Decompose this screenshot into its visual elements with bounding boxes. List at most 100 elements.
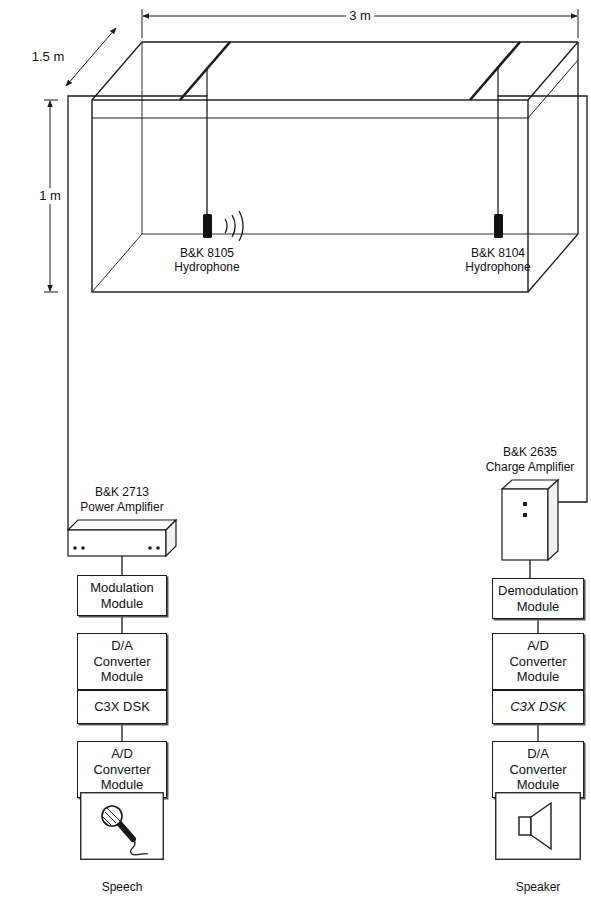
power-amplifier: B&K 2713 Power Amplifier <box>68 520 176 556</box>
module-box: A/D Converter Module <box>492 633 584 690</box>
module-label: Demodulation Module <box>498 583 578 614</box>
module-box: C3X DSK <box>77 690 167 724</box>
text-holder: B&K 2635 Charge Amplifier <box>480 445 580 474</box>
hydrophone-shape <box>203 214 212 238</box>
connector-group <box>68 96 587 795</box>
microphone-box-shape <box>80 792 164 860</box>
dimension-label: 1.5 m <box>29 49 68 65</box>
hanging-cable <box>206 69 207 96</box>
device-label: B&K 8105 Hydrophone <box>170 246 244 275</box>
module-label: A/D Converter Module <box>83 746 161 793</box>
microphone-box-part <box>81 793 164 860</box>
microphone-box-part <box>119 823 133 839</box>
tank-edge <box>142 41 578 42</box>
power-amplifier-part <box>68 530 166 556</box>
device-label: B&K 8104 Hydrophone <box>461 246 535 275</box>
tank-edge <box>528 42 578 100</box>
water-surface <box>92 118 528 119</box>
module-box: Demodulation Module <box>492 578 584 619</box>
speaker-box-shape <box>495 792 581 860</box>
hydrophone: B&K 8104 Hydrophone <box>494 214 503 238</box>
power-amplifier-part <box>81 546 85 550</box>
module-label: C3X DSK <box>498 699 578 715</box>
sound-wave <box>232 215 235 237</box>
speaker-box-part <box>531 803 551 849</box>
text-holder: A/D Converter Module <box>83 746 161 793</box>
text-holder: D/A Converter Module <box>83 638 161 685</box>
hydrophone-shape <box>494 214 503 238</box>
charge-amplifier: B&K 2635 Charge Amplifier <box>502 480 558 560</box>
module-box: C3X DSK <box>492 690 584 724</box>
device-label: B&K 2713 Power Amplifier <box>72 485 172 514</box>
extension-line <box>142 9 143 38</box>
charge-amplifier-part <box>502 489 548 560</box>
power-amplifier-part <box>156 546 160 550</box>
support-rod <box>470 42 520 100</box>
text-holder: C3X DSK <box>498 699 578 715</box>
signal-wire <box>121 556 122 575</box>
tank-edge <box>92 42 142 100</box>
speaker-box-part <box>519 817 531 835</box>
speaker-box: Speaker <box>495 792 581 860</box>
device-label: Speaker <box>498 880 578 894</box>
microphone-box-part <box>103 808 120 825</box>
module-box: D/A Converter Module <box>77 633 167 690</box>
power-amplifier-shape <box>68 520 176 556</box>
extension-line <box>44 100 58 101</box>
dimension-label: 1 m <box>36 188 64 204</box>
module-label: C3X DSK <box>83 699 161 715</box>
power-amplifier-part <box>68 520 176 530</box>
text-holder: D/A Converter Module <box>498 746 578 793</box>
speaker-box-part <box>496 793 581 860</box>
sound-wave <box>225 219 227 233</box>
text-holder: A/D Converter Module <box>498 638 578 685</box>
power-amplifier-part <box>73 546 77 550</box>
power-amplifier-part <box>148 546 152 550</box>
tank-front <box>92 100 528 292</box>
microphone-box: Speech <box>80 792 164 860</box>
power-amplifier-part <box>166 520 176 556</box>
support-rod <box>180 42 230 100</box>
water-surface <box>528 60 578 118</box>
text-holder: C3X DSK <box>83 699 161 715</box>
text-holder: B&K 2713 Power Amplifier <box>72 485 172 514</box>
signal-wire <box>529 560 530 578</box>
dimension-line <box>66 28 116 86</box>
module-label: Modulation Module <box>83 580 161 611</box>
dimension-label: 3 m <box>346 8 374 24</box>
microphone-box-part <box>130 839 148 855</box>
module-box: D/A Converter Module <box>492 741 584 798</box>
charge-amplifier-part <box>523 513 527 517</box>
text-holder: Speech <box>82 880 162 894</box>
tank-edge <box>142 42 143 234</box>
charge-amplifier-part <box>548 480 558 560</box>
device-label: B&K 2635 Charge Amplifier <box>480 445 580 474</box>
charge-amplifier-shape <box>502 480 558 560</box>
signal-wire <box>498 96 587 502</box>
hanging-cable <box>497 68 498 97</box>
water-tank <box>92 42 578 292</box>
hydrophone: B&K 8105 Hydrophone <box>203 214 212 238</box>
sound-wave <box>239 211 243 241</box>
device-label: Speech <box>82 880 162 894</box>
hydrophone-part <box>494 214 503 238</box>
signal-wire <box>68 96 207 530</box>
module-box: A/D Converter Module <box>77 741 167 798</box>
microphone-box-part <box>102 806 122 826</box>
module-label: A/D Converter Module <box>498 638 578 685</box>
extension-line <box>578 9 579 38</box>
signal-wire <box>537 724 538 741</box>
text-holder: Speaker <box>498 880 578 894</box>
tank-edge <box>577 42 578 234</box>
module-label: D/A Converter Module <box>83 638 161 685</box>
signal-wire <box>121 724 122 741</box>
text-holder: Demodulation Module <box>498 583 578 614</box>
charge-amplifier-part <box>523 502 527 506</box>
module-label: D/A Converter Module <box>498 746 578 793</box>
hydrophone-part <box>203 214 212 238</box>
tank-edge <box>92 234 142 292</box>
module-box: Modulation Module <box>77 575 167 616</box>
signal-wire <box>537 619 538 633</box>
extension-line <box>44 292 58 293</box>
